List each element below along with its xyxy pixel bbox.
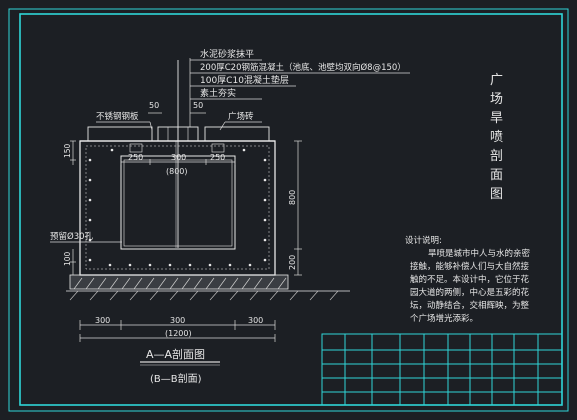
dim-inner-300: 300 <box>171 153 186 162</box>
notes-heading: 设计说明: <box>405 235 442 246</box>
pool-section <box>79 60 276 276</box>
notes-line: 旱喷是城市中人与水的亲密 <box>428 248 531 259</box>
vertical-title-char: 面 <box>490 168 503 183</box>
dim-bottom-300-left: 300 <box>95 316 110 325</box>
dim-left-150: 150 <box>63 143 72 158</box>
label-steel-plate: 不锈钢钢板 <box>96 111 139 122</box>
notes-line: 园大道的两侧，中心是五彩的花 <box>410 287 530 298</box>
label-paving: 广场砖 <box>228 111 254 122</box>
notes-line: 触的不足。本设计中，它位于花 <box>410 274 530 285</box>
vertical-title-char: 喷 <box>490 130 503 145</box>
dim-bottom-300-right: 300 <box>248 316 263 325</box>
layer-leaders <box>50 58 410 243</box>
title-block <box>321 333 563 406</box>
layer-cushion: 100厚C10混凝土垫层 <box>200 74 289 86</box>
dim-inner-250-left: 250 <box>128 153 143 162</box>
vertical-title-char: 图 <box>490 187 503 202</box>
vertical-title-char: 剖 <box>490 149 503 164</box>
dim-right-200: 200 <box>288 255 297 270</box>
section-subtitle: (B—B剖面) <box>150 372 202 385</box>
layer-mortar: 水泥砂浆抹平 <box>200 48 254 60</box>
notes-line: 坛，动静结合，交相辉映，为整 <box>410 300 530 311</box>
vertical-title-char: 旱 <box>490 111 503 126</box>
dim-bottom-1200: (1200) <box>165 329 192 338</box>
drawing-frame <box>8 8 569 412</box>
notes-line: 个广场增光添彩。 <box>410 313 478 324</box>
vertical-title-char: 场 <box>490 92 503 107</box>
label-drain-hole: 预留Ø30孔 <box>50 231 94 242</box>
compacted-soil <box>66 274 350 301</box>
layer-soil: 素土夯实 <box>200 87 236 99</box>
vertical-title: 广 场 旱 喷 剖 面 图 <box>490 73 503 202</box>
vertical-title-char: 广 <box>490 73 503 88</box>
dim-top-50-left: 50 <box>149 101 159 110</box>
dimension-lines <box>70 112 302 366</box>
notes-line: 接触，能够补偿人们与大自然接 <box>410 261 530 272</box>
dim-inner-250-right: 250 <box>210 153 225 162</box>
layer-concrete: 200厚C20钢筋混凝土（池底、池壁均双向Ø8@150） <box>200 62 406 73</box>
dim-top-50-right: 50 <box>193 101 203 110</box>
section-title: A—A剖面图 <box>146 347 205 361</box>
rebar-dots <box>88 148 267 267</box>
dim-right-800: 800 <box>288 190 297 205</box>
design-notes: 设计说明: 旱喷是城市中人与水的亲密 接触，能够补偿人们与大自然接 触的不足。本… <box>405 235 531 324</box>
dim-inner-800: (800) <box>166 167 188 176</box>
dim-left-100: 100 <box>63 251 72 266</box>
dim-bottom-300-mid: 300 <box>170 316 185 325</box>
